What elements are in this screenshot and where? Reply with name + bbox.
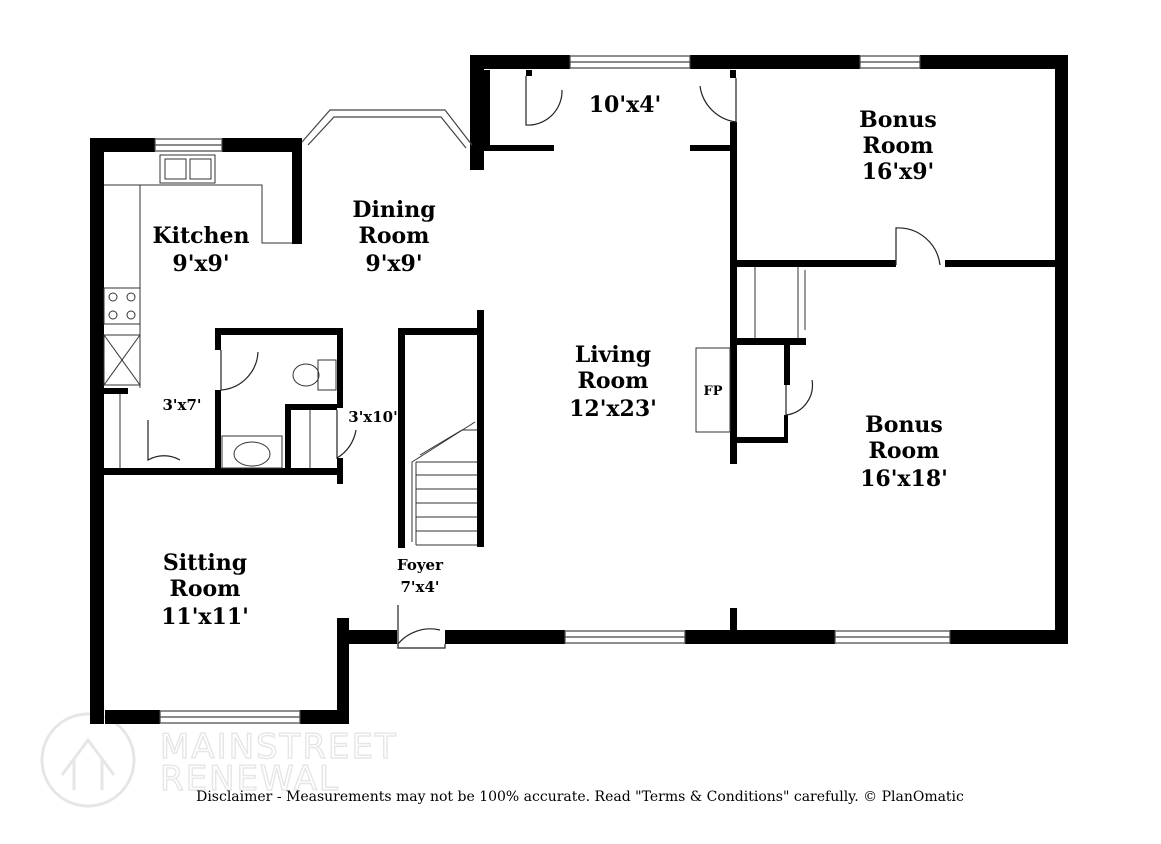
watermark-line1: MAINSTREET [160,727,398,767]
sitting-name-1: Sitting [163,550,247,576]
room-labels: 10'x4' Bonus Room 16'x9' Kitchen 9'x9' D… [152,92,947,630]
dining-name-2: Room [359,223,430,249]
door-closet-top-left [525,76,563,126]
dining-name-1: Dining [352,197,435,223]
bonus-top-name-1: Bonus [859,107,937,133]
door-bath-right [336,410,357,460]
sink-icon [159,154,216,184]
door-front [397,605,446,649]
toilet-icon [317,359,337,391]
bath-small-size: 3'x7' [162,396,201,414]
stove-icon [103,287,141,325]
closet-top-size: 10'x4' [589,92,662,118]
foyer-name: Foyer [397,556,444,574]
interior-walls [104,70,1057,632]
kitchen-name: Kitchen [152,223,249,249]
windows [154,55,951,724]
watermark-logo-icon [40,712,136,808]
door-closet-fp [785,379,814,416]
door-bath-top [220,350,259,391]
bath-sink-icon [221,435,283,469]
living-name-2: Room [578,368,649,394]
watermark: MAINSTREET RENEWAL [40,712,398,808]
bonus-top-size: 16'x9' [862,159,935,185]
living-name-1: Living [575,342,651,368]
watermark-line2: RENEWAL [160,759,340,799]
door-bonus-top [895,227,941,266]
bonus-top-name-2: Room [863,133,934,159]
doors [147,76,941,649]
door-bath-small [147,420,181,462]
kitchen-size: 9'x9' [172,251,229,277]
door-closet-top-right [699,78,737,123]
foyer-size: 7'x4' [400,578,439,596]
living-size: 12'x23' [569,396,657,422]
sitting-size: 11'x11' [161,604,249,630]
sitting-name-2: Room [170,576,241,602]
stairs-icon [411,421,477,546]
bonus-bottom-name-2: Room [869,438,940,464]
exterior-walls [90,55,1068,724]
dining-size: 9'x9' [365,251,422,277]
fixtures [103,154,806,546]
bonus-bottom-size: 16'x18' [860,466,948,492]
watermark-house-icon [60,737,116,790]
bonus-bottom-name-1: Bonus [865,412,943,438]
fireplace-label: FP [703,384,722,399]
bath-right-size: 3'x10' [348,408,397,426]
disclaimer-text: Disclaimer - Measurements may not be 100… [196,789,964,805]
